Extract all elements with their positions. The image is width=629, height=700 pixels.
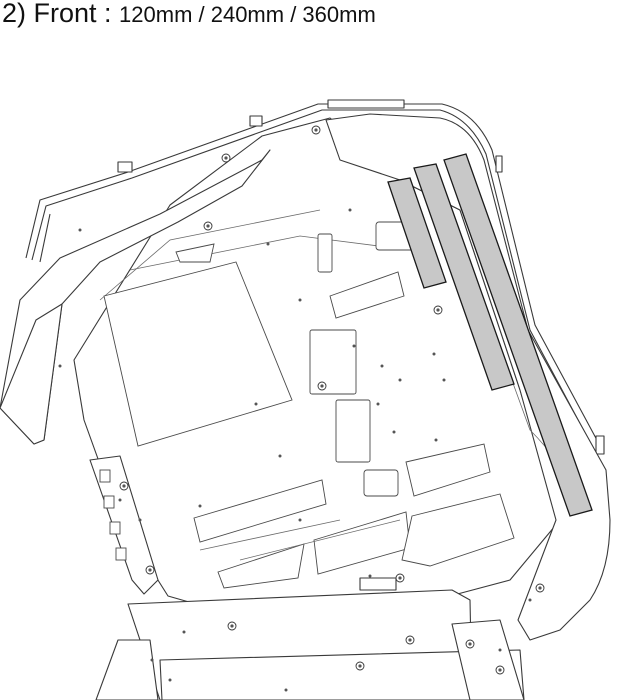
small-hole bbox=[266, 242, 270, 246]
screw-center bbox=[408, 638, 412, 642]
small-hole bbox=[58, 364, 62, 368]
small-hole bbox=[254, 402, 258, 406]
small-hole bbox=[432, 352, 436, 356]
small-hole bbox=[398, 378, 402, 382]
screw-center bbox=[224, 156, 228, 160]
small-hole bbox=[298, 298, 302, 302]
left-front-panel bbox=[0, 149, 271, 445]
small-hole bbox=[168, 678, 172, 682]
small-hole bbox=[528, 598, 532, 602]
tray-cutouts bbox=[103, 221, 515, 589]
small-hole bbox=[368, 574, 372, 578]
small-hole bbox=[78, 228, 82, 232]
small-hole bbox=[138, 518, 142, 522]
small-hole bbox=[392, 430, 396, 434]
small-hole bbox=[434, 438, 438, 442]
small-hole bbox=[380, 364, 384, 368]
mounting-holes bbox=[58, 125, 545, 692]
screw-center bbox=[436, 308, 440, 312]
outer-frame-rail bbox=[25, 99, 605, 455]
small-hole bbox=[150, 658, 154, 662]
radiator-slots bbox=[387, 153, 593, 517]
small-hole bbox=[352, 344, 356, 348]
radiator-360mm bbox=[443, 153, 593, 517]
small-hole bbox=[348, 208, 352, 212]
screw-center bbox=[398, 576, 402, 580]
screw-center bbox=[498, 668, 502, 672]
heading-sizes: 120mm / 240mm / 360mm bbox=[119, 2, 376, 27]
base-stand bbox=[95, 577, 525, 700]
small-hole bbox=[498, 648, 502, 652]
small-hole bbox=[278, 454, 282, 458]
small-hole bbox=[198, 504, 202, 508]
screw-center bbox=[468, 642, 472, 646]
screw-center bbox=[358, 664, 362, 668]
screw-center bbox=[320, 384, 324, 388]
radiator-120mm bbox=[387, 177, 447, 289]
diagram-heading: 2) Front : 120mm / 240mm / 360mm bbox=[2, 0, 376, 27]
heading-label: 2) Front : bbox=[2, 0, 120, 28]
screw-center bbox=[230, 624, 234, 628]
small-hole bbox=[376, 402, 380, 406]
radiator-240mm bbox=[413, 163, 515, 391]
small-hole bbox=[182, 630, 186, 634]
small-hole bbox=[442, 378, 446, 382]
screw-center bbox=[206, 224, 210, 228]
small-hole bbox=[118, 498, 122, 502]
screw-center bbox=[538, 586, 542, 590]
small-hole bbox=[298, 518, 302, 522]
screw-center bbox=[148, 568, 152, 572]
screw-center bbox=[314, 128, 318, 132]
small-hole bbox=[284, 688, 288, 692]
pci-bracket bbox=[89, 455, 159, 595]
screw-center bbox=[122, 484, 126, 488]
